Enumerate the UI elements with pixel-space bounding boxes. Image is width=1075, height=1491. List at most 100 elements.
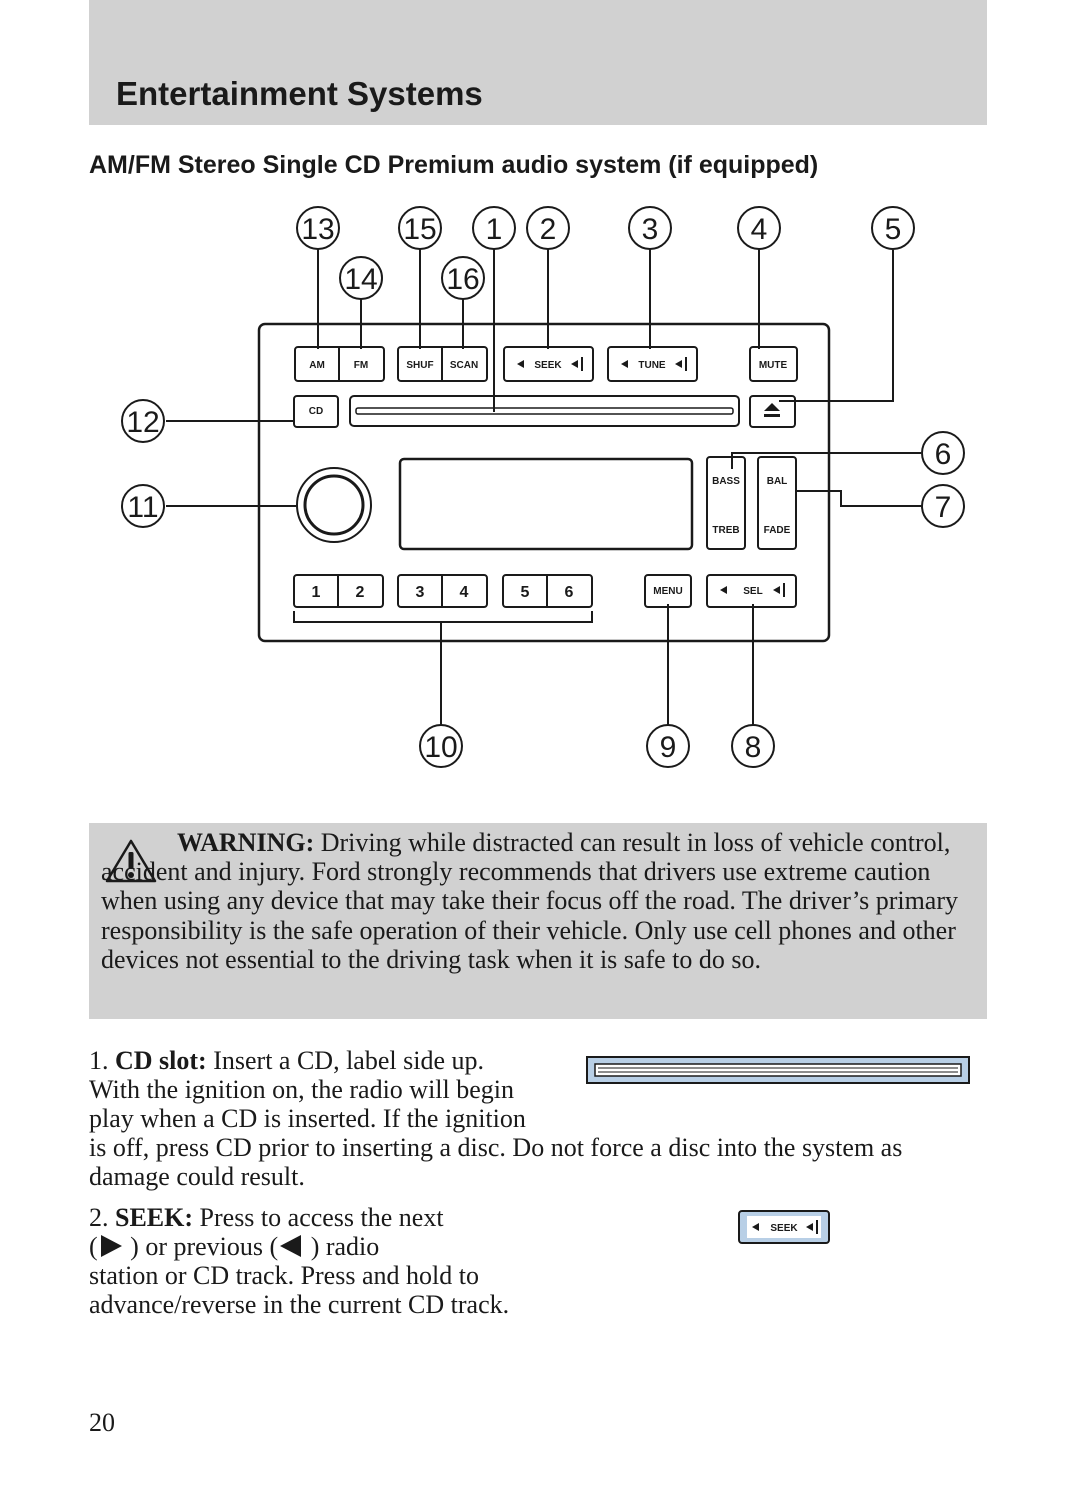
page-number: 20 [89, 1408, 115, 1437]
cd-button-outline [293, 395, 339, 428]
callout-circle-2 [526, 206, 570, 250]
item-1-number: 1. [89, 1046, 109, 1075]
header-band [89, 0, 987, 125]
section-heading: AM/FM Stereo Single CD Premium audio sys… [89, 151, 819, 179]
radio-diagram: AM FM SHUF SCAN SEEK TUNE MUTE CD BASS T… [121, 206, 965, 768]
open-paren: ( [89, 1232, 98, 1261]
callout-circle-5 [871, 206, 915, 250]
callout-circle-10 [419, 724, 463, 768]
item-2-paragraph: 2. SEEK: Press to access the next ( ) or … [89, 1203, 969, 1319]
menu-button-label: MENU [653, 586, 682, 597]
preset-4-label: 4 [460, 584, 469, 601]
cd-slot-figure [586, 1056, 970, 1084]
callout-circle-4 [737, 206, 781, 250]
callout-9: 9 [660, 731, 677, 764]
item-2-text-b: station or CD track. Press and hold to a… [89, 1261, 510, 1319]
item-2-text-a: Press to access the next [199, 1203, 444, 1232]
seek-bar-icon [581, 357, 583, 371]
preset-3-label: 3 [416, 584, 425, 601]
callout-11: 11 [127, 491, 158, 524]
sel-button-label: SEL [743, 586, 762, 597]
bass-button-label: BASS [712, 476, 740, 487]
item-1-text: Insert a CD, label side up. With the ign… [89, 1046, 903, 1191]
close-next-text: ) or previous ( [130, 1232, 279, 1261]
menu-button-outline [644, 574, 692, 608]
sel-forward-arrow-icon [773, 586, 780, 594]
callout-circle-6 [921, 431, 965, 475]
seek-button-figure: SEEK [738, 1210, 830, 1244]
callout-circle-14 [339, 256, 383, 300]
seek-button-label: SEEK [534, 360, 562, 371]
seek-button-outline [503, 346, 594, 382]
tune-button-outline [607, 346, 698, 382]
shuf-button-label: SHUF [406, 360, 433, 371]
bass-treb-rocker-outline [706, 456, 746, 550]
item-2-term: SEEK: [115, 1203, 194, 1232]
preset-5-label: 5 [521, 584, 530, 601]
preset-6-label: 6 [565, 584, 574, 601]
page-header-title: Entertainment Systems [116, 75, 483, 112]
mute-button-label: MUTE [759, 360, 788, 371]
seek-figure-space [549, 1203, 969, 1303]
display-outline [398, 457, 694, 551]
callout-2: 2 [540, 213, 557, 246]
callout-circle-13 [296, 206, 340, 250]
seek-forward-arrow-icon [571, 360, 578, 368]
preset-2-label: 2 [356, 584, 365, 601]
tune-forward-arrow-icon [675, 360, 682, 368]
tune-back-arrow-icon [621, 360, 628, 368]
callout-8: 8 [745, 731, 762, 764]
callout-13: 13 [301, 213, 334, 246]
callout-10: 10 [424, 731, 457, 764]
callout-circle-11 [121, 484, 165, 528]
callout-7: 7 [935, 491, 952, 524]
seek-back-arrow-icon [517, 360, 524, 368]
seek-figure-label: SEEK [770, 1223, 798, 1234]
callout-15: 15 [403, 213, 436, 246]
callout-circle-8 [731, 724, 775, 768]
callout-1: 1 [486, 213, 503, 246]
bal-button-label: BAL [767, 476, 788, 487]
volume-knob-outer [296, 467, 372, 543]
eject-bar-icon [764, 414, 780, 417]
tune-button-label: TUNE [638, 360, 666, 371]
warning-paragraph: WARNING: Driving while distracted can re… [101, 828, 973, 974]
mute-button-outline [749, 346, 798, 382]
treb-button-label: TREB [712, 525, 739, 536]
tune-bar-icon [685, 357, 687, 371]
bal-fade-rocker-outline [757, 456, 797, 550]
eject-icon [764, 403, 780, 411]
scan-button-label: SCAN [450, 360, 478, 371]
leader-line-5 [779, 250, 894, 402]
cd-slot-outline [349, 395, 740, 427]
callout-circle-3 [628, 206, 672, 250]
callout-6: 6 [935, 438, 952, 471]
callout-circle-15 [398, 206, 442, 250]
sel-back-arrow-icon [720, 586, 727, 594]
preset-1-label: 1 [312, 584, 321, 601]
leader-line-7 [795, 490, 922, 507]
previous-arrow-icon [280, 1235, 302, 1257]
callout-16: 16 [446, 263, 479, 296]
fade-button-label: FADE [764, 525, 791, 536]
sel-button-outline [706, 574, 797, 608]
item-1-paragraph: 1. CD slot: Insert a CD, label side up. … [89, 1046, 969, 1191]
radio-faceplate [257, 322, 831, 643]
close-prev-text: ) radio [310, 1232, 380, 1261]
warning-text: Driving while distracted can result in l… [101, 828, 959, 974]
volume-knob-inner [303, 474, 365, 536]
item-1-term: CD slot: [115, 1046, 207, 1075]
callout-14: 14 [344, 263, 377, 296]
warning-label: WARNING: [177, 828, 315, 857]
callout-circle-7 [921, 484, 965, 528]
item-2-number: 2. [89, 1203, 109, 1232]
next-arrow-icon [100, 1235, 122, 1257]
cd-slot-figure-space [539, 1046, 969, 1132]
presets-bracket [293, 611, 593, 623]
callout-circle-12 [121, 399, 165, 443]
callout-12: 12 [126, 406, 159, 439]
am-button-label: AM [309, 360, 325, 371]
fm-button-label: FM [354, 360, 368, 371]
callout-circle-16 [441, 256, 485, 300]
warning-triangle-icon [105, 839, 157, 883]
